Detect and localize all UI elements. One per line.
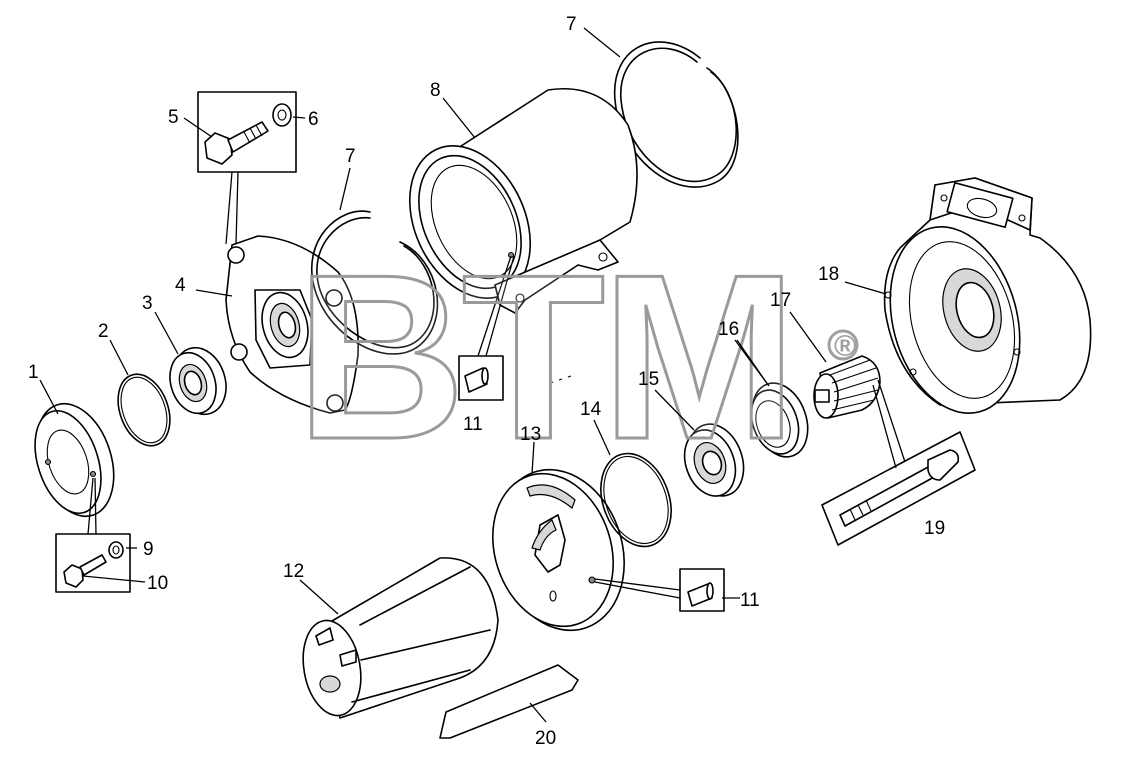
detail-box-bolt-washer	[197, 91, 297, 245]
part-17-drive-gear	[813, 355, 881, 419]
part-19-through-bolt	[839, 449, 960, 527]
callout-19: 19	[924, 518, 945, 539]
detail-box-pin-lower	[679, 568, 725, 612]
callout-11-lower: 11	[740, 590, 760, 611]
callout-2: 2	[98, 321, 109, 342]
callout-17: 17	[770, 290, 791, 311]
callout-20: 20	[535, 728, 556, 749]
callout-10: 10	[147, 573, 168, 594]
watermark-text: BTM	[296, 225, 793, 488]
callout-8: 8	[430, 80, 441, 101]
callout-13: 13	[520, 424, 541, 445]
callout-12: 12	[283, 561, 304, 582]
part-1-end-cover	[34, 402, 115, 518]
callout-6: 6	[308, 109, 319, 130]
callout-18: 18	[818, 264, 839, 285]
callout-4: 4	[175, 275, 186, 296]
part-8-rotor-housing	[408, 88, 638, 314]
part-4-end-shield	[225, 235, 359, 414]
part-7-circlip-right	[613, 41, 739, 188]
callout-7-left: 7	[345, 146, 356, 167]
center-dots	[549, 375, 572, 384]
watermark: BTM ®	[295, 224, 859, 490]
part-11-dowel-pin-lower	[687, 582, 714, 607]
callout-9: 9	[143, 539, 154, 560]
part-9-washer	[108, 541, 124, 559]
part-11-dowel-pin-upper	[464, 367, 489, 393]
callout-15: 15	[638, 369, 659, 390]
callout-labels: 1 2 3 4 5 6 7 7 8 9 10 11 11 12 13 14 15…	[28, 14, 945, 749]
part-15-bearing	[683, 423, 745, 497]
callout-1: 1	[28, 362, 39, 383]
part-13-port-plate	[492, 468, 681, 632]
part-3-bearing	[169, 346, 227, 416]
callout-16: 16	[718, 319, 739, 340]
callout-14: 14	[580, 399, 602, 420]
part-20-vane	[439, 664, 579, 739]
callout-5: 5	[168, 107, 179, 128]
part-7-circlip-left	[310, 210, 439, 355]
callout-7-right: 7	[566, 14, 577, 35]
callout-3: 3	[142, 293, 153, 314]
part-10-bolt	[63, 554, 107, 588]
detail-box-long-bolt	[821, 379, 976, 546]
part-14-o-ring	[600, 452, 672, 548]
part-6-washer	[272, 103, 292, 127]
registered-mark-circle	[827, 329, 859, 361]
part-2-o-ring	[117, 373, 171, 447]
detail-box-bolt-washer-lower	[55, 477, 131, 593]
part-5-bolt	[204, 121, 269, 165]
detail-box-pin-upper	[458, 255, 515, 401]
leader-lines	[39, 27, 887, 723]
part-18-pump-housing	[883, 177, 1092, 414]
callout-11-upper: 11	[463, 414, 483, 435]
part-16-shaft-seal	[750, 382, 809, 458]
part-12-rotor	[302, 557, 499, 719]
registered-mark: ®	[834, 330, 856, 363]
